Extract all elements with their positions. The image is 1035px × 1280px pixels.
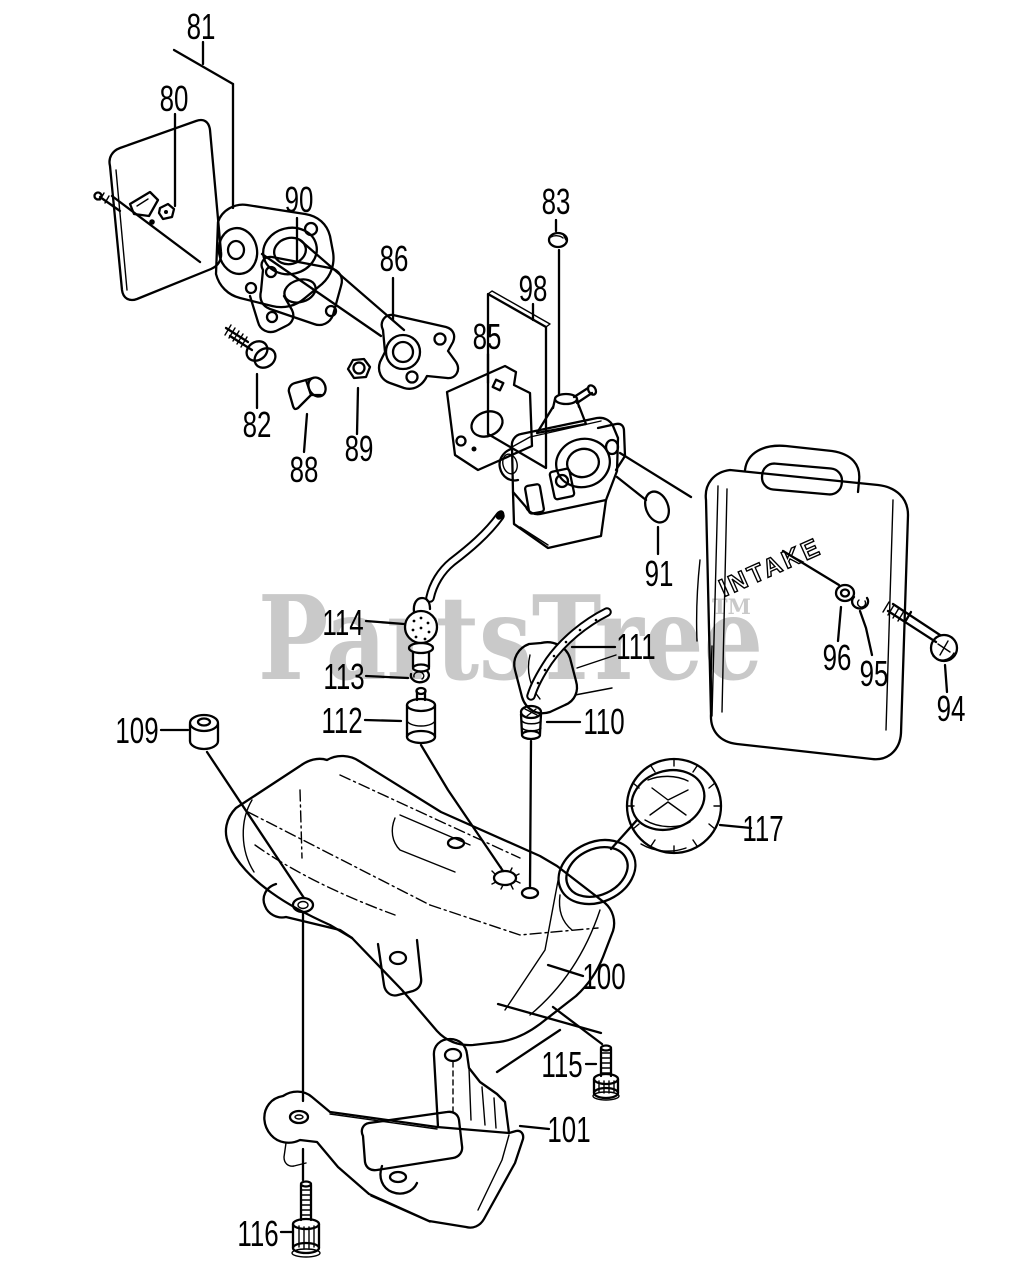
part-label-85[interactable]: 85 bbox=[473, 317, 502, 357]
part-label-112[interactable]: 112 bbox=[321, 701, 362, 741]
part-lock-washer-95 bbox=[851, 595, 870, 610]
part-label-83[interactable]: 83 bbox=[542, 182, 571, 222]
part-label-95[interactable]: 95 bbox=[860, 654, 889, 694]
part-label-88[interactable]: 88 bbox=[290, 450, 319, 490]
part-cap-83 bbox=[547, 231, 569, 249]
callout-labels: 81 80 90 86 83 98 85 82 88 89 91 114 111… bbox=[115, 7, 965, 1254]
part-label-82[interactable]: 82 bbox=[243, 405, 272, 445]
leader-lines bbox=[159, 40, 949, 1234]
part-label-111[interactable]: 111 bbox=[616, 627, 655, 667]
part-label-109[interactable]: 109 bbox=[115, 711, 158, 751]
part-cover-plate-80 bbox=[93, 118, 223, 302]
part-label-115[interactable]: 115 bbox=[541, 1045, 582, 1085]
part-label-101[interactable]: 101 bbox=[547, 1110, 590, 1150]
part-label-86[interactable]: 86 bbox=[380, 239, 409, 279]
watermark-tm-symbol: TM bbox=[712, 594, 751, 619]
part-label-110[interactable]: 110 bbox=[583, 702, 624, 742]
partstree-watermark: PartsTree TM bbox=[258, 571, 763, 707]
part-label-90[interactable]: 90 bbox=[285, 180, 314, 220]
part-label-94[interactable]: 94 bbox=[937, 689, 966, 729]
part-clip-113 bbox=[409, 669, 430, 684]
part-plate-98 bbox=[486, 290, 551, 470]
part-grommet-109 bbox=[188, 713, 220, 751]
part-label-114[interactable]: 114 bbox=[322, 603, 363, 643]
part-fuel-cap-117 bbox=[625, 757, 723, 855]
part-oring-91 bbox=[644, 490, 670, 524]
part-fuel-filter-112 bbox=[405, 686, 437, 745]
part-grommet-110 bbox=[519, 704, 543, 741]
part-label-113[interactable]: 113 bbox=[323, 657, 364, 697]
part-washer-96 bbox=[834, 583, 856, 603]
part-label-91[interactable]: 91 bbox=[645, 554, 674, 594]
part-label-98[interactable]: 98 bbox=[519, 269, 548, 309]
part-gasket-85 bbox=[445, 364, 534, 472]
watermark-text: PartsTree bbox=[258, 571, 763, 707]
part-screw-115 bbox=[592, 1044, 620, 1101]
part-label-116[interactable]: 116 bbox=[237, 1214, 278, 1254]
part-label-81[interactable]: 81 bbox=[187, 7, 216, 47]
part-spacer-88 bbox=[287, 376, 327, 411]
part-label-100[interactable]: 100 bbox=[582, 957, 625, 997]
part-nut-89 bbox=[346, 357, 372, 380]
assembly-lines bbox=[110, 194, 841, 1182]
part-bolt-82 bbox=[224, 324, 277, 369]
part-screw-116 bbox=[291, 1180, 321, 1258]
part-label-117[interactable]: 117 bbox=[742, 809, 783, 849]
part-fuel-tank-100 bbox=[224, 754, 639, 1047]
part-label-89[interactable]: 89 bbox=[345, 429, 374, 469]
part-pickup-hose bbox=[425, 510, 505, 603]
part-gasket-90 bbox=[259, 255, 343, 327]
part-label-80[interactable]: 80 bbox=[160, 79, 189, 119]
part-label-96[interactable]: 96 bbox=[823, 638, 852, 678]
part-flange-86 bbox=[377, 313, 460, 390]
part-bracket-101 bbox=[263, 1037, 525, 1229]
part-insulator-81 bbox=[214, 203, 335, 334]
part-fuel-line-111 bbox=[526, 607, 612, 701]
part-bolt-94 bbox=[882, 601, 959, 663]
part-carburetor bbox=[498, 384, 627, 550]
